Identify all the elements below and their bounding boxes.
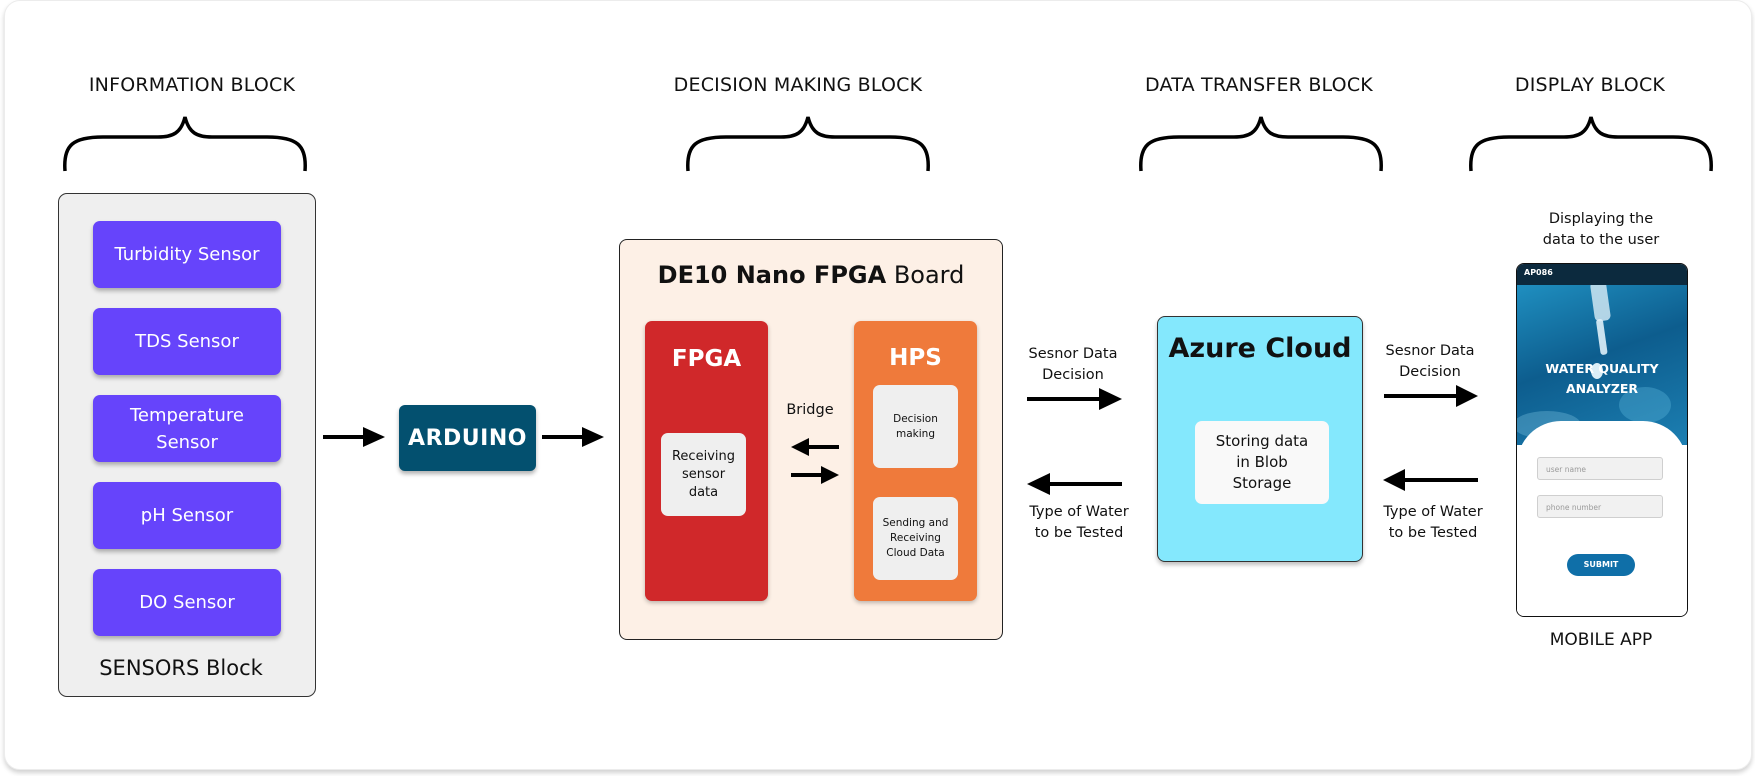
blob-storage-box: Storing data in Blob Storage	[1195, 421, 1329, 504]
hps-title: HPS	[889, 345, 942, 371]
mobile-app-label: MOBILE APP	[1549, 630, 1653, 650]
display-caption-text: Displaying the data to the user	[1542, 211, 1660, 248]
sensor-turbidity: Turbidity Sensor	[93, 221, 281, 288]
hps-block: HPS Decision making Sending and Receivin…	[854, 321, 977, 601]
phone-app-title: WATER QUALITY ANALYZER	[1545, 361, 1659, 396]
sensors-block-label: SENSORS Block	[99, 656, 263, 680]
blob-storage-text: Storing data in Blob Storage	[1215, 432, 1309, 492]
label-right-bottom-text: Type of Water to be Tested	[1383, 504, 1483, 541]
label-right-top-text: Sesnor Data Decision	[1385, 343, 1475, 380]
phone-status-bar: AP086	[1517, 264, 1687, 286]
arrow-azure-to-app	[1384, 385, 1478, 407]
de10-board-title: DE10 Nano FPGA Board	[619, 261, 1003, 289]
phone-login-form	[1517, 421, 1687, 616]
header-information-block: INFORMATION BLOCK	[88, 74, 296, 96]
azure-cloud-title: Azure Cloud	[1168, 333, 1352, 364]
arrow-app-to-azure	[1383, 469, 1478, 491]
brace-display	[1469, 116, 1713, 172]
fpga-block: FPGA Receiving sensor data	[645, 321, 768, 601]
bridge-arrow-right	[791, 466, 839, 484]
sensor-temperature: Temperature Sensor	[93, 395, 281, 462]
fpga-title: FPGA	[671, 346, 742, 372]
label-left-bottom-text: Type of Water to be Tested	[1029, 504, 1129, 541]
hps-decision-making: Decision making	[873, 385, 958, 468]
submit-button[interactable]: SUBMIT	[1567, 554, 1635, 576]
hps-inner2-text: Sending and Receiving Cloud Data	[882, 517, 949, 559]
sensor-do: DO Sensor	[93, 569, 281, 636]
arduino-block: ARDUINO	[399, 405, 536, 471]
label-sensor-data-decision-right: Sesnor Data Decision	[1372, 341, 1488, 383]
phone-header-text: AP086	[1524, 268, 1553, 277]
sensor-temperature-label: Temperature Sensor	[129, 404, 245, 453]
label-type-of-water-right: Type of Water to be Tested	[1375, 502, 1491, 544]
label-type-of-water-left: Type of Water to be Tested	[1019, 502, 1139, 544]
de10-title-rest: Board	[886, 261, 965, 289]
hps-sending-receiving: Sending and Receiving Cloud Data	[873, 497, 958, 580]
label-left-top-text: Sesnor Data Decision	[1028, 346, 1118, 383]
arrow-arduino-to-de10	[542, 427, 604, 447]
username-field[interactable]: user name	[1537, 457, 1663, 480]
sensor-tds: TDS Sensor	[93, 308, 281, 375]
phone-hero-image: WATER QUALITY ANALYZER	[1517, 285, 1687, 445]
label-sensor-data-decision-left: Sesnor Data Decision	[1015, 344, 1131, 386]
header-display-block: DISPLAY BLOCK	[1514, 74, 1666, 96]
fpga-receiving-sensor-data: Receiving sensor data	[661, 433, 746, 516]
sensor-ph: pH Sensor	[93, 482, 281, 549]
header-decision-making-block: DECISION MAKING BLOCK	[673, 74, 923, 96]
arrow-azure-to-de10	[1027, 473, 1122, 495]
brace-data-transfer	[1139, 116, 1383, 172]
brace-decision	[686, 116, 930, 172]
brace-information	[63, 116, 307, 172]
header-data-transfer-block: DATA TRANSFER BLOCK	[1145, 74, 1373, 96]
arrow-sensors-to-arduino	[323, 427, 385, 447]
phone-number-field[interactable]: phone number	[1537, 495, 1663, 518]
bridge-label: Bridge	[786, 402, 834, 418]
hps-inner1-text: Decision making	[893, 412, 938, 440]
fpga-inner-text: Receiving sensor data	[671, 448, 735, 500]
mobile-app-mockup: AP086 WATER QUALITY ANALYZER user name p…	[1516, 263, 1688, 617]
display-caption: Displaying the data to the user	[1536, 209, 1666, 251]
arrow-de10-to-azure	[1027, 388, 1122, 410]
de10-title-bold: DE10 Nano FPGA	[657, 261, 887, 289]
bridge-arrow-left	[791, 438, 839, 456]
